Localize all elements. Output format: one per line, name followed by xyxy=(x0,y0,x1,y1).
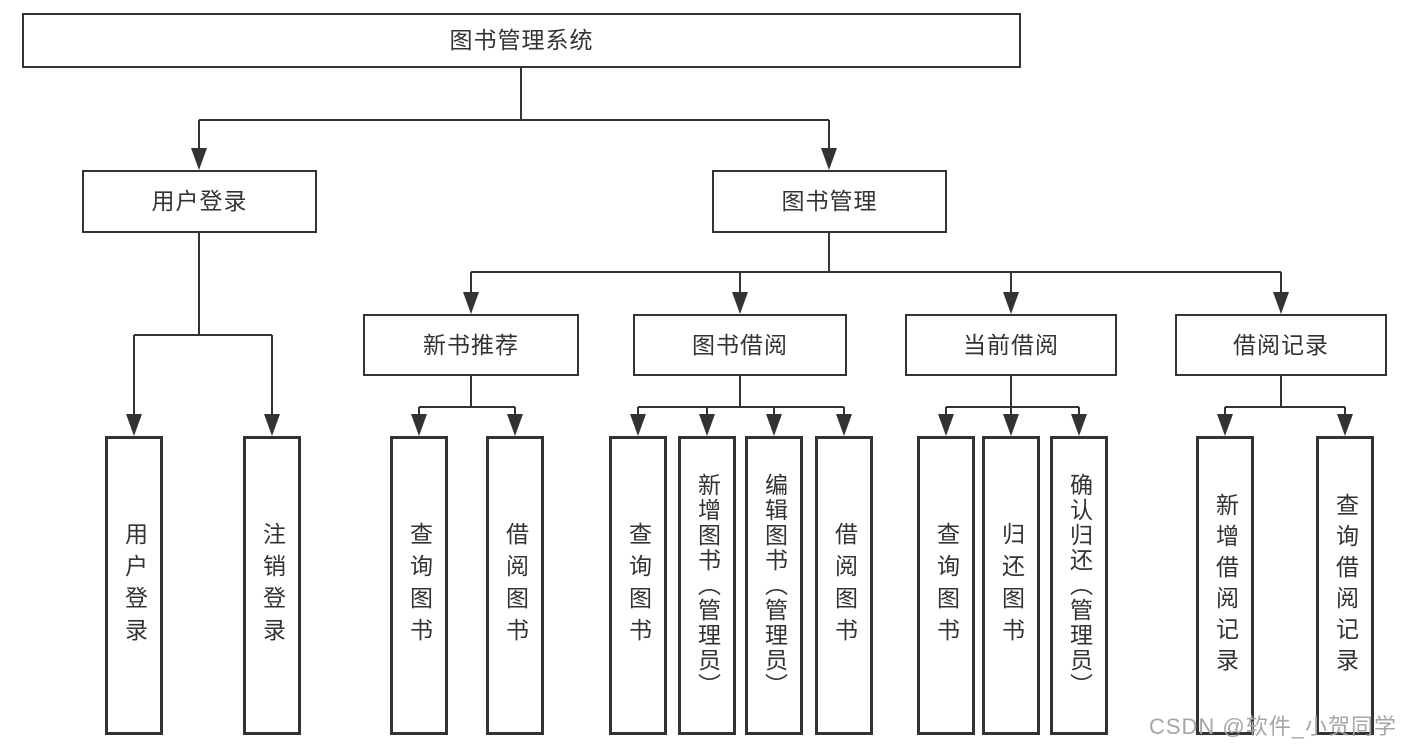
node-label: 借阅图书 xyxy=(502,521,529,650)
node-query-books-recommend: 查询图书 xyxy=(390,436,448,735)
node-new-book-recommend: 新书推荐 xyxy=(363,314,579,376)
node-label: 新书推荐 xyxy=(423,331,519,358)
node-label: 图书管理系统 xyxy=(449,27,594,53)
node-book-management: 图书管理 xyxy=(712,170,947,233)
node-label: 查询图书 xyxy=(406,521,433,650)
node-add-books-admin: 新增图书（管理员） xyxy=(678,436,736,735)
node-label: 图书借阅 xyxy=(692,331,788,358)
edge-root-to-level2 xyxy=(198,68,830,152)
node-query-books-current: 查询图书 xyxy=(917,436,975,735)
node-book-borrowing: 图书借阅 xyxy=(633,314,847,376)
edge-book-management-children xyxy=(470,233,1282,296)
node-label: 确认归还（管理员） xyxy=(1066,473,1093,698)
node-return-books: 归还图书 xyxy=(982,436,1040,735)
node-label: 新增图书（管理员） xyxy=(694,473,721,698)
node-add-borrow-record: 新增借阅记录 xyxy=(1196,436,1254,735)
node-borrowing-records: 借阅记录 xyxy=(1175,314,1387,376)
csdn-watermark: CSDN @软件_小贺同学 xyxy=(1148,714,1397,739)
node-label: 注销登录 xyxy=(259,521,286,650)
node-label: 用户登录 xyxy=(121,521,148,650)
node-label: 借阅图书 xyxy=(831,521,858,650)
node-query-books-borrowing: 查询图书 xyxy=(609,436,667,735)
node-label: 查询借阅记录 xyxy=(1332,492,1359,679)
node-confirm-return-admin: 确认归还（管理员） xyxy=(1050,436,1108,735)
node-label: 借阅记录 xyxy=(1233,331,1329,358)
node-label: 查询图书 xyxy=(625,521,652,650)
edge-new-book-recommend-children xyxy=(418,376,516,418)
node-library-management-system: 图书管理系统 xyxy=(22,13,1021,68)
node-edit-books-admin: 编辑图书（管理员） xyxy=(745,436,803,735)
node-label: 图书管理 xyxy=(781,188,878,214)
node-user-login: 用户登录 xyxy=(82,170,317,233)
node-label: 查询图书 xyxy=(933,521,960,650)
node-query-borrow-record: 查询借阅记录 xyxy=(1316,436,1374,735)
node-logout-action: 注销登录 xyxy=(243,436,301,735)
node-current-borrowing: 当前借阅 xyxy=(905,314,1117,376)
edge-borrowing-records-children xyxy=(1224,376,1346,418)
edge-current-borrowing-children xyxy=(945,376,1080,418)
node-label: 编辑图书（管理员） xyxy=(761,473,788,698)
node-label: 用户登录 xyxy=(151,188,248,214)
edge-user-login-children xyxy=(133,233,273,418)
node-borrow-books: 借阅图书 xyxy=(815,436,873,735)
node-user-login-action: 用户登录 xyxy=(105,436,163,735)
edge-book-borrowing-children xyxy=(637,376,845,418)
node-label: 当前借阅 xyxy=(963,331,1059,358)
node-label: 新增借阅记录 xyxy=(1212,492,1239,679)
node-borrow-books-recommend: 借阅图书 xyxy=(486,436,544,735)
node-label: 归还图书 xyxy=(998,521,1025,650)
